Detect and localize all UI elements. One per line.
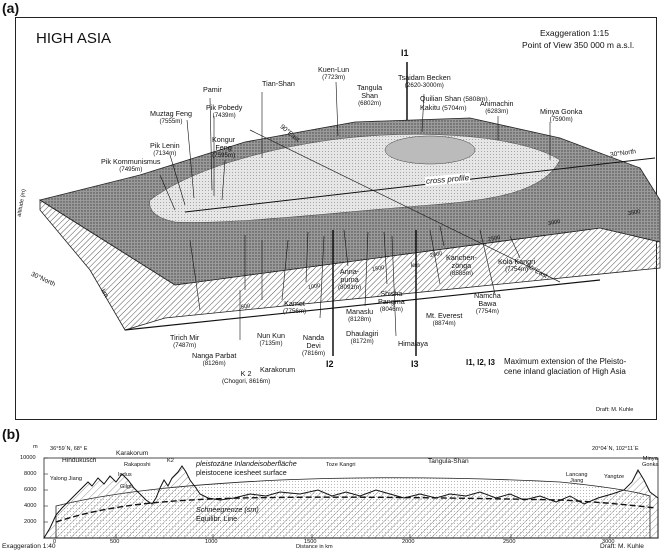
icesheet-de-label: pleistozäne Inlandeisoberfläche xyxy=(196,459,297,468)
peak-gilgit: Gilgit xyxy=(120,484,133,490)
peak-yangtze: Yangtze xyxy=(604,474,625,480)
peak-kanchenzonga: Kanchen-zönga(8585m) xyxy=(446,253,477,278)
front-edge xyxy=(124,279,601,331)
ytick-10000: 10000 xyxy=(20,455,36,461)
peak-animachin: Animachin(6283m) xyxy=(480,99,514,116)
peak-minya-gonka: Minya Gonka(7590m) xyxy=(540,107,583,124)
point-of-view-label: Point of View 350 000 m a.s.l. xyxy=(522,40,635,50)
xtick-1000: 1000 xyxy=(205,539,218,545)
peak-tirich-mir: Tirich Mir(7487m) xyxy=(170,333,200,350)
range-himalaya: Himalaya xyxy=(398,339,428,348)
peak-toze-kangri: Toze Kangri xyxy=(326,462,356,468)
legend-key: I1, I2, I3 xyxy=(466,358,495,367)
peak-muztag: Muztag Feng(7555m) xyxy=(150,109,192,126)
peak-k2-b: K2 xyxy=(167,458,174,464)
tsaidam-basin xyxy=(384,135,476,165)
coord-right: 20°04´N, 102°11´E xyxy=(592,446,639,452)
panel-b-draft: Draft: M. Kuhle xyxy=(600,543,644,550)
panel-b-tag: (b) xyxy=(2,426,20,442)
ytick-4000: 4000 xyxy=(24,503,37,509)
meridian-90e xyxy=(249,129,561,283)
peak-kuen-lun: Kuen-Lun(7723m) xyxy=(318,65,350,82)
range-hindukusch: Hindukusch xyxy=(62,457,97,464)
ytick-8000: 8000 xyxy=(24,471,37,477)
i1-label: I1 xyxy=(401,48,409,58)
snowline-de-label: Schneegrenze (sm) xyxy=(196,505,259,514)
legend-text-2: cene inland glaciation of High Asia xyxy=(504,367,626,376)
peak-indus: Indus xyxy=(118,472,132,478)
peak-nun-kun: Nun Kun(7135m) xyxy=(257,331,285,348)
xtick-2000: 2000 xyxy=(402,539,415,545)
peak-annapurna: Anna-purna(8091m) xyxy=(338,267,362,292)
xtick-500: 500 xyxy=(110,539,120,545)
i2-label: I2 xyxy=(326,359,334,369)
ytick-6000: 6000 xyxy=(24,487,37,493)
xtick-2500: 2500 xyxy=(503,539,516,545)
i3-label: I3 xyxy=(411,359,419,369)
peak-tian-shan: Tian-Shan xyxy=(262,79,295,88)
km-axis-mid-label: km xyxy=(411,262,420,269)
peak-pik-pobedy: Pik Pobedy(7439m) xyxy=(206,103,243,120)
peak-manaslu: Manaslu(8128m) xyxy=(346,307,374,324)
peak-pik-kommunismus: Pik Kommunismus(7495m) xyxy=(101,157,161,174)
peak-pik-lenin: Pik Lenin(7134m) xyxy=(150,141,180,158)
ytick-2000: 2000 xyxy=(24,519,37,525)
peak-kamet: Kamet(7756m) xyxy=(283,299,307,316)
range-karakorum-b: Karakorum xyxy=(116,450,149,457)
range-tangula-shan: Tangula-Shan xyxy=(428,458,469,465)
panel-a-draft: Draft: M. Kuhle xyxy=(596,407,634,413)
panel-b-m-label: m xyxy=(33,444,38,450)
peak-kakitu: Kakitu (5704m) xyxy=(420,103,467,113)
xtick-1500: 1500 xyxy=(304,539,317,545)
panel-a-tag: (a) xyxy=(2,0,20,16)
xtick-3000: 3000 xyxy=(602,539,615,545)
exaggeration-label: Exaggeration 1:15 xyxy=(540,28,609,38)
peak-quilian: Quilian Shan (5808m) xyxy=(420,94,488,104)
peak-mt-everest: Mt. Everest(8874m) xyxy=(426,311,463,328)
legend-text-1: Maximum extension of the Pleisto- xyxy=(504,357,627,366)
peak-leader-lines xyxy=(159,81,551,340)
peak-nanga-parbat: Nanga Parbat(8126m) xyxy=(192,351,237,368)
peak-yalong-jiang: Yalong Jiang xyxy=(50,476,82,482)
map-title: HIGH ASIA xyxy=(36,30,112,47)
peak-dhaulagiri: Dhaulagiri(8172m) xyxy=(346,329,379,346)
cross-profile-line xyxy=(184,157,656,213)
peak-k2: K 2(Chogori, 8616m) xyxy=(222,369,271,386)
peak-kola-kangri: Kola Kangri(7754m) xyxy=(498,257,536,274)
peak-pamir: Pamir xyxy=(203,85,222,94)
snowline-en-label: Equilibr. Line xyxy=(196,514,238,523)
range-karakorum-a: Karakorum xyxy=(260,365,296,374)
xtick-0: 0 xyxy=(53,539,57,545)
peak-tsaidam: Tsaidam Becken(2620-3000m) xyxy=(398,73,451,90)
x-axis-label: Distance in km xyxy=(296,544,333,550)
panel-b-exaggeration: Exaggeration 1:40 xyxy=(2,543,56,550)
peak-rakaposhi: Rakaposhi xyxy=(124,462,151,468)
coord-left: 36°59´N, 68° E xyxy=(50,446,88,452)
icesheet-en-label: pleistocene icesheet surface xyxy=(196,468,287,477)
